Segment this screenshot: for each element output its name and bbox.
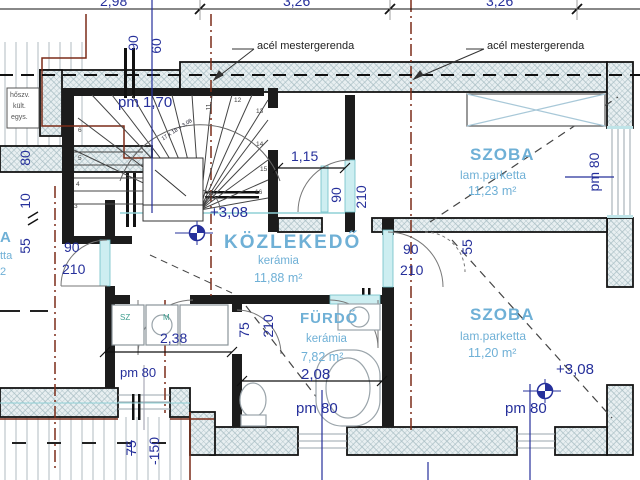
level-marker-icon (523, 379, 561, 403)
door-niche-height: 210 (353, 185, 369, 209)
parapet-pm170: pm 1,70 (118, 94, 173, 111)
unit-box-line2: kült. (13, 103, 26, 110)
interior-walls (62, 88, 394, 427)
stair-num-5: 5 (78, 155, 82, 162)
room-finish-hall: kerámia (258, 255, 299, 267)
stair-num-13: 13 (256, 108, 264, 115)
stair-num-12: 12 (234, 97, 242, 104)
door-bath-height: 210 (260, 314, 276, 338)
beam-label-right: acél mestergerenda (487, 40, 585, 52)
dim-150-bottom: -150 (146, 436, 162, 466)
unit-box-line3: egys. (11, 114, 28, 121)
parapet-pm80-laundry: pm 80 (120, 365, 157, 380)
parapet-pm80-right: pm 80 (586, 152, 602, 192)
room-finish-bath: kerámia (306, 333, 347, 345)
stair-num-4: 4 (76, 181, 80, 188)
clipped-room-label-fragment: tta (0, 250, 13, 262)
door-room-width: 90 (403, 241, 419, 257)
beam-label-left: acél mestergerenda (257, 40, 355, 52)
dim-top-3: 3,26 (486, 0, 514, 9)
room-label-hall: KÖZLEKEDŐ (224, 232, 362, 253)
dim-bath-width: 2,08 (301, 366, 331, 383)
windows (118, 126, 633, 449)
dim-10-left: 10 (17, 193, 33, 209)
stair-num-3: 3 (74, 203, 78, 210)
dim-top-1: 2,98 (100, 0, 128, 9)
stair-num-11: 11 (205, 103, 213, 111)
dim-top-2: 3,26 (283, 0, 311, 9)
beam-leader-lines (212, 48, 485, 82)
level-room-bottom: +3,08 (556, 361, 594, 378)
appliance-label-sz: SZ (120, 313, 131, 322)
door-left-height: 210 (62, 261, 86, 277)
parapet-pm80-room: pm 80 (505, 400, 547, 417)
outdoor-unit-box (6, 87, 40, 129)
stair-num-15: 15 (260, 166, 268, 173)
clipped-room-label-fragment: 2 (0, 266, 7, 278)
stair-num-14: 14 (256, 141, 264, 148)
dim-55-right: 55 (459, 239, 475, 255)
room-area-bath: 7,82 m² (301, 350, 344, 364)
room-label-bath: FÜRDŐ (300, 310, 359, 327)
level-marker-icon (175, 221, 213, 245)
unit-box-line1: hőszv. (10, 92, 30, 99)
blue-guides (143, 0, 614, 480)
room-label-bottom: SZOBA (470, 305, 535, 324)
door-room-height: 210 (400, 262, 424, 278)
room-finish-bottom: lam.parketta (460, 329, 527, 343)
dim-55-left: 55 (17, 238, 33, 254)
stair-num-6: 6 (78, 127, 82, 134)
door-left-width: 90 (64, 239, 80, 255)
room-area-hall: 11,88 m² (254, 271, 303, 285)
door-bath-width: 75 (236, 322, 252, 338)
level-hall: +3,08 (210, 204, 248, 221)
clipped-room-label-fragment: A (0, 229, 11, 246)
dim-80-left: 80 (17, 150, 33, 166)
dim-60-top: 60 (148, 38, 164, 54)
dim-75-bottom: 75 (123, 440, 139, 456)
stair-num-16: 16 (255, 189, 263, 196)
appliance-label-m: M (163, 313, 170, 322)
fixtures (111, 93, 606, 427)
dimension-lines (0, 0, 640, 387)
toilet (239, 382, 267, 418)
room-finish-top: lam.parketta (460, 168, 527, 182)
door-niche-width: 90 (328, 187, 344, 203)
room-area-top: 11,23 m² (468, 184, 517, 198)
dim-niche: 1,15 (291, 148, 319, 164)
cyan-guides (0, 159, 394, 404)
staircase (73, 94, 281, 294)
dim-laundry-width: 2,38 (160, 330, 188, 346)
dim-90-top: 90 (125, 35, 141, 51)
room-area-bottom: 11,20 m² (468, 346, 517, 360)
lower-floor-outline (0, 0, 412, 480)
parapet-pm80-bath: pm 80 (296, 400, 338, 417)
room-label-top: SZOBA (470, 145, 535, 164)
washbasin (348, 306, 370, 328)
